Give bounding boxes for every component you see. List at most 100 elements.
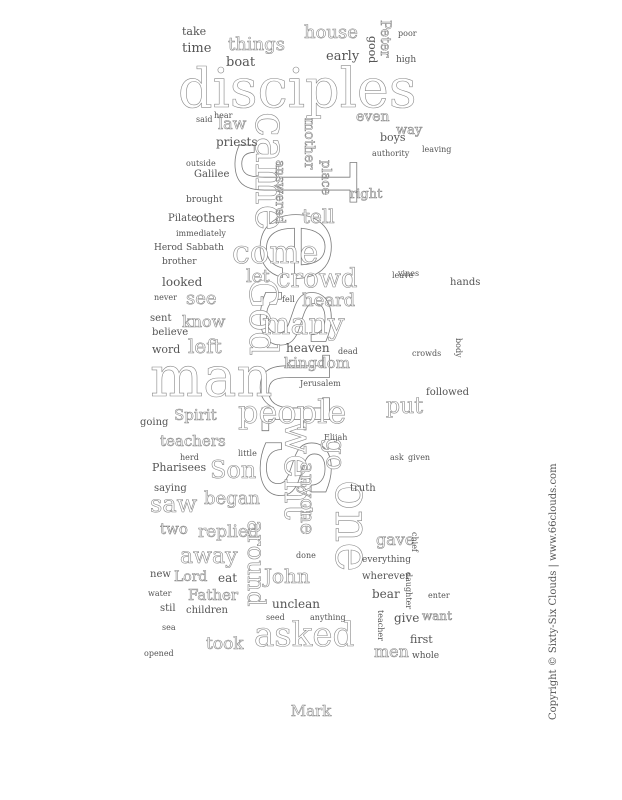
word-early: early (326, 49, 360, 64)
word-vines: vines (398, 269, 420, 278)
word-fell: fell (282, 295, 295, 304)
word-take: take (182, 25, 207, 38)
word-poor: poor (398, 29, 417, 38)
word-whole: whole (412, 651, 440, 661)
word-people: people (238, 393, 347, 431)
word-house: house (304, 22, 359, 43)
word-followed: followed (426, 387, 470, 398)
word-everything: everything (362, 555, 411, 565)
word-men: men (374, 642, 410, 661)
word-wherever: wherever (362, 571, 410, 582)
word-enter: enter (428, 591, 450, 600)
word-way: way (396, 123, 423, 138)
word-see: see (186, 288, 217, 309)
word-come: come (232, 233, 319, 271)
word-kingdom: kingdom (284, 354, 351, 372)
word-saying: saying (154, 483, 187, 494)
word-ask: ask (390, 453, 404, 462)
word-brother: brother (162, 257, 197, 267)
word-time: time (182, 41, 212, 56)
word-hands: hands (450, 277, 481, 288)
word-word: word (152, 343, 181, 356)
word-good: good (366, 36, 379, 64)
word-man: man (150, 345, 273, 410)
word-mother: mother (301, 118, 318, 170)
word-immediately: immediately (176, 229, 226, 238)
word-replied: replied (198, 522, 259, 542)
word-high: high (396, 55, 417, 65)
word-hear: hear (214, 111, 233, 120)
word-teachers: teachers (160, 432, 226, 450)
word-opened: opened (144, 649, 174, 658)
word-want: want (422, 609, 453, 623)
word-sent: sent (150, 313, 172, 324)
word-left: left (188, 334, 222, 358)
word-others: others (196, 211, 235, 225)
word-said: said (196, 115, 213, 124)
word-crowd: crowd (276, 264, 358, 294)
word-even: even (356, 109, 390, 125)
word-boat: boat (226, 55, 256, 70)
word-first: first (410, 633, 433, 646)
word-tell: tell (302, 204, 335, 228)
word-sea: sea (162, 623, 176, 632)
word-anything: anything (310, 613, 346, 622)
word-dead: dead (338, 347, 358, 356)
word-chief: chief (410, 532, 419, 552)
word-going: going (140, 417, 169, 428)
word-away: away (180, 544, 238, 569)
word-gave: gave (376, 530, 415, 549)
word-took: took (206, 634, 244, 654)
word-priests: priests (216, 135, 258, 149)
word-disciples: disciples (178, 57, 417, 120)
word-brought: brought (186, 195, 223, 205)
word-things: things (228, 34, 286, 55)
word-sabbath: Sabbath (186, 243, 224, 253)
word-leave: leave (392, 271, 414, 280)
word-seed: seed (266, 613, 285, 622)
word-spirit: Spirit (174, 406, 217, 424)
word-go: go (320, 438, 351, 471)
word-herod: Herod (154, 243, 183, 253)
word-pilate: Pilate (168, 213, 198, 224)
word-know: know (182, 312, 226, 331)
word-bear: bear (372, 587, 400, 601)
word-leaving: leaving (422, 145, 452, 154)
word-put: put (386, 394, 424, 419)
word-heard: heard (302, 290, 356, 311)
word-unclean: unclean (272, 597, 320, 611)
word-teacher: teacher (376, 610, 385, 641)
word-peter: Peter (377, 20, 394, 58)
word-give: give (394, 611, 420, 625)
word-given: given (408, 453, 431, 462)
word-anyone: anyone (296, 462, 321, 535)
word-saw: saw (150, 490, 198, 518)
word-elijah: Elijah (324, 433, 348, 442)
word-heaven: heaven (286, 341, 330, 355)
word-little: little (238, 449, 257, 458)
word-jerusalem: Jerusalem (300, 379, 341, 388)
word-never: never (154, 293, 177, 302)
word-water: water (148, 589, 172, 598)
word-began: began (204, 488, 261, 509)
word-children: children (186, 605, 228, 616)
word-many: many (262, 307, 345, 342)
word-new: new (150, 569, 171, 580)
word-pharisees: Pharisees (152, 461, 207, 474)
word-daughter: daughter (404, 572, 413, 610)
word-looked: looked (162, 275, 203, 289)
copyright-text: Copyright © Sixty-Six Clouds | www.66clo… (548, 463, 559, 720)
word-right: right (350, 187, 383, 202)
word-place: place (318, 160, 334, 196)
word-galilee: Galilee (194, 169, 230, 180)
word-father: Father (188, 586, 239, 604)
word-done: done (296, 551, 316, 560)
word-son: Son (210, 456, 257, 484)
word-authority: authority (372, 149, 410, 158)
word-answered: answered (272, 160, 288, 224)
word-asked: asked (254, 615, 355, 655)
word-eat: eat (218, 571, 238, 585)
word-let: let (246, 266, 270, 287)
word-two: two (160, 520, 188, 538)
